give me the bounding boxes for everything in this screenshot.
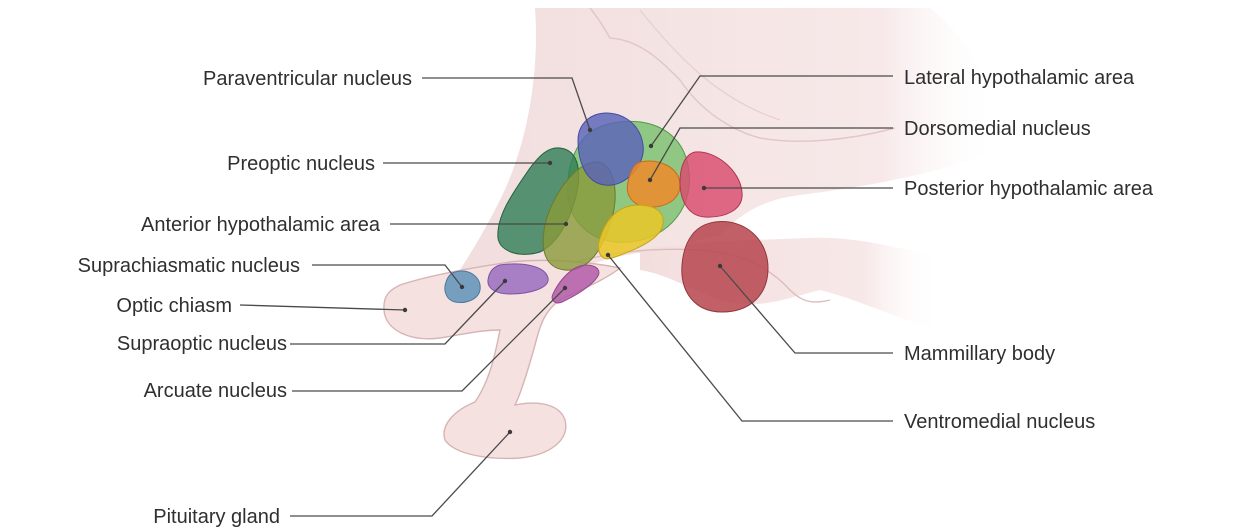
dot-preoptic xyxy=(548,161,552,165)
label-anterior-hypothalamic-area: Anterior hypothalamic area xyxy=(141,214,381,236)
label-paraventricular-nucleus: Paraventricular nucleus xyxy=(203,68,412,90)
dot-optic-chiasm xyxy=(403,308,407,312)
label-mammillary-body: Mammillary body xyxy=(904,343,1055,365)
label-suprachiasmatic-nucleus: Suprachiasmatic nucleus xyxy=(78,255,300,277)
label-ventromedial-nucleus: Ventromedial nucleus xyxy=(904,411,1095,433)
dot-dorsomedial xyxy=(648,178,652,182)
dot-anterior-hypothalamic xyxy=(564,222,568,226)
mammillary-body-region xyxy=(682,222,768,312)
label-pituitary-gland: Pituitary gland xyxy=(153,506,280,528)
dot-suprachiasmatic xyxy=(460,285,464,289)
leader-optic-chiasm xyxy=(240,305,405,310)
dot-arcuate xyxy=(563,286,567,290)
dot-lateral-hypothalamic xyxy=(649,144,653,148)
dot-mammillary xyxy=(718,264,722,268)
label-optic-chiasm: Optic chiasm xyxy=(116,295,232,317)
dot-posterior-hypothalamic xyxy=(702,186,706,190)
dot-paraventricular xyxy=(588,128,592,132)
label-posterior-hypothalamic-area: Posterior hypothalamic area xyxy=(904,178,1154,200)
label-arcuate-nucleus: Arcuate nucleus xyxy=(144,380,287,402)
label-lateral-hypothalamic-area: Lateral hypothalamic area xyxy=(904,67,1135,89)
dot-pituitary xyxy=(508,430,512,434)
label-preoptic-nucleus: Preoptic nucleus xyxy=(227,153,375,175)
dot-supraoptic xyxy=(503,279,507,283)
label-supraoptic-nucleus: Supraoptic nucleus xyxy=(117,333,287,355)
dot-ventromedial xyxy=(606,253,610,257)
label-dorsomedial-nucleus: Dorsomedial nucleus xyxy=(904,118,1091,140)
